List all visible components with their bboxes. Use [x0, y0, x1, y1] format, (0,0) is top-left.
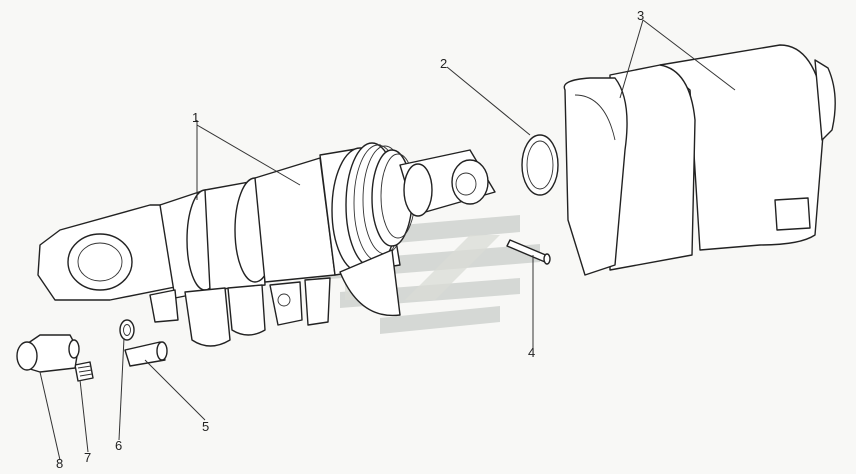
part-2-o-ring [521, 134, 559, 196]
part-7-plug [74, 361, 94, 382]
part-5-grease-fitting [124, 341, 168, 367]
part-1-cylinder-body [37, 142, 496, 347]
leader-lines [39, 19, 736, 461]
callout-4: 4 [528, 345, 535, 360]
callout-1: 1 [192, 110, 199, 125]
part-3-protective-cover [563, 44, 836, 276]
callout-6: 6 [115, 438, 122, 453]
callout-2: 2 [440, 56, 447, 71]
callout-3: 3 [637, 8, 644, 23]
callout-5: 5 [202, 419, 209, 434]
part-6-washer [119, 319, 135, 341]
part-8-union-fitting [16, 334, 80, 373]
callout-7: 7 [84, 450, 91, 465]
part-4-pin [506, 239, 551, 265]
callout-labels: 1 2 3 4 5 6 7 8 [56, 8, 644, 471]
callout-8: 8 [56, 456, 63, 471]
